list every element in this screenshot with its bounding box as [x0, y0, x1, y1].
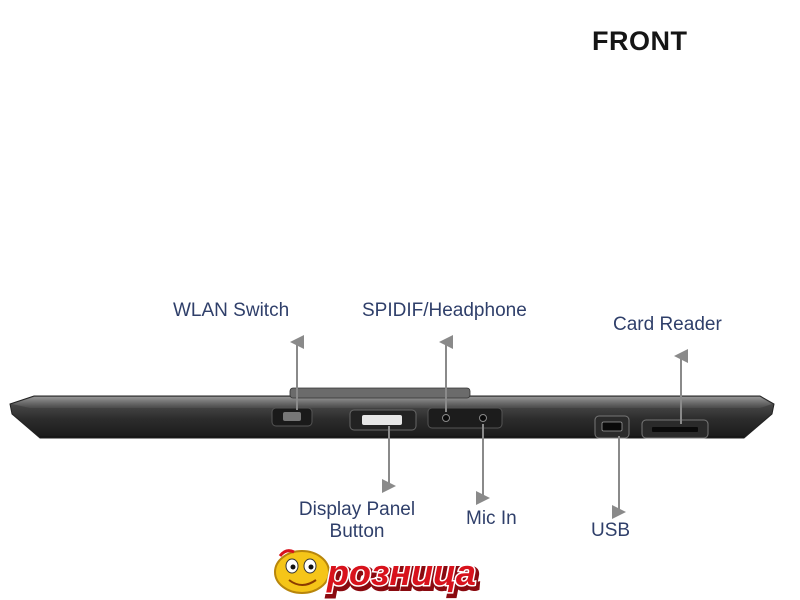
- label-spdif-headphone: SPIDIF/Headphone: [362, 300, 527, 321]
- label-mic-in: Mic In: [466, 508, 517, 529]
- label-card-reader: Card Reader: [613, 314, 722, 335]
- display-panel-button-port: [349, 409, 417, 431]
- mic-jack: [479, 414, 487, 422]
- page-title: FRONT: [592, 26, 688, 56]
- label-wlan-switch: WLAN Switch: [173, 300, 290, 321]
- wlan-switch-port: [271, 407, 313, 427]
- label-usb: USB: [591, 520, 631, 541]
- rozniza-logo: розница розница: [274, 549, 481, 599]
- smiley-mascot-icon: [274, 549, 330, 594]
- audio-jacks: [427, 407, 503, 429]
- headphone-jack: [442, 414, 450, 422]
- card-reader-port: [641, 419, 709, 439]
- logo-text-shadow: розница: [328, 555, 478, 596]
- usb-port: [594, 415, 630, 439]
- label-display-panel-line2: Button: [329, 521, 385, 542]
- hinge-latch: [289, 387, 471, 399]
- label-display-panel-button: Display Panel Button: [286, 499, 428, 543]
- logo-text: розница: [326, 552, 476, 593]
- label-display-panel-line1: Display Panel: [298, 499, 416, 520]
